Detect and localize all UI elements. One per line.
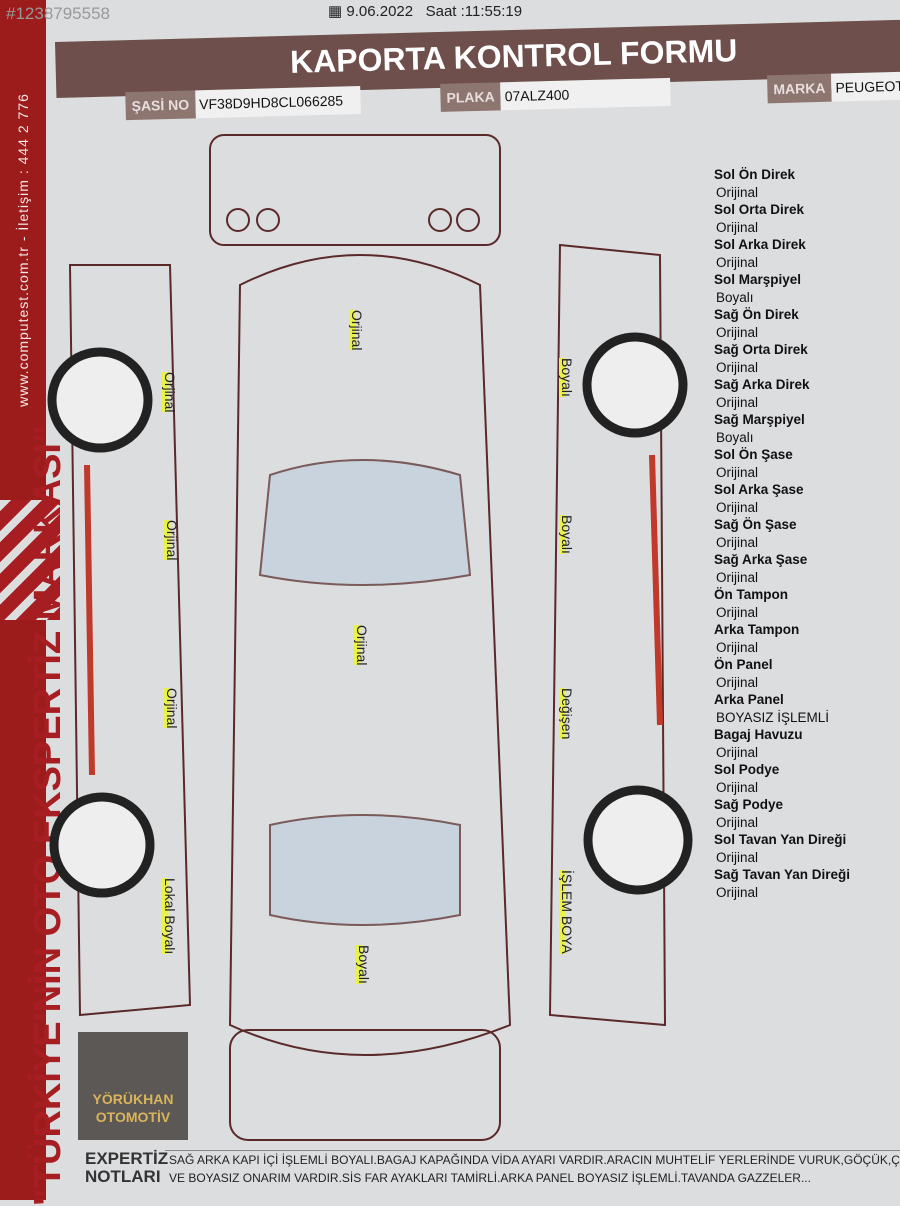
part-status: Orijinal — [716, 219, 759, 235]
date-time: ▦ 9.06.2022 Saat :11:55:19 — [328, 2, 522, 20]
wheel — [47, 347, 153, 453]
label-right-rear-door: Değişen — [559, 688, 575, 740]
part-status: Orijinal — [716, 814, 759, 830]
part-name: Arka Tampon — [714, 622, 800, 637]
part-status: Orijinal — [716, 744, 759, 760]
fog-light-left — [226, 208, 250, 232]
part-status: Orijinal — [716, 884, 759, 900]
part-name: Sağ Arka Şase — [714, 552, 808, 567]
part-name: Ön Tampon — [714, 587, 788, 602]
date: 9.06.2022 — [346, 3, 414, 20]
part-name: Sol Orta Direk — [714, 202, 805, 217]
logo-line1: YÖRÜKHAN — [92, 1091, 174, 1107]
rear-window — [269, 814, 461, 926]
part-name: Sol Tavan Yan Direği — [714, 832, 847, 847]
label-left-rear-fender: Lokal Boyalı — [162, 878, 178, 955]
part-name: Sağ Ön Direk — [714, 307, 799, 322]
fog-light-left-2 — [256, 208, 280, 232]
part-name: Sol Arka Şase — [714, 482, 804, 497]
part-status: Orijinal — [716, 639, 759, 655]
part-name: Sağ Podye — [714, 797, 784, 812]
part-status: Orijinal — [716, 674, 759, 690]
contact-text: www.computest.com.tr - İletişim : 444 2 … — [15, 93, 31, 407]
part-status: Orijinal — [716, 254, 759, 270]
part-name: Sol Podye — [714, 762, 780, 777]
part-status: Orijinal — [716, 464, 759, 480]
decor-stripes — [0, 500, 60, 620]
fog-light-right-2 — [456, 208, 480, 232]
label-left-rear-door: Orjinal — [164, 688, 180, 729]
part-status: Orijinal — [716, 604, 759, 620]
part-status: BOYASIZ İŞLEMLİ — [716, 709, 830, 725]
part-status: Orijinal — [716, 324, 759, 340]
left-sill — [84, 464, 95, 776]
part-name: Sağ Ön Şase — [714, 517, 797, 532]
part-name: Sağ Tavan Yan Direği — [714, 867, 851, 882]
part-name: Sağ Orta Direk — [714, 342, 808, 357]
wheel — [49, 792, 155, 898]
windshield — [258, 459, 472, 586]
front-bumper — [209, 134, 501, 246]
part-status: Boyalı — [716, 289, 754, 305]
brand-value: PEUGEOT — [831, 71, 900, 102]
left-side — [68, 264, 192, 1017]
notes-text: SAĞ ARKA KAPI İÇİ İŞLEMLİ BOYALI.BAGAJ K… — [165, 1150, 900, 1187]
label-trunk: Boyalı — [356, 945, 372, 984]
label-left-front-fender: Orjinal — [162, 372, 178, 413]
part-status: Orijinal — [716, 849, 759, 865]
part-status: Orijinal — [716, 779, 759, 795]
chassis-label: ŞASİ NO — [125, 90, 196, 121]
part-name: Ön Panel — [714, 657, 773, 672]
part-status: Orijinal — [716, 394, 759, 410]
dealer-logo: YÖRÜKHAN OTOMOTİV — [78, 1032, 188, 1140]
label-right-rear-fender: İŞLEM BOYA — [559, 870, 575, 954]
notes-title-2: NOTLARI — [85, 1167, 161, 1186]
part-name: Sol Arka Direk — [714, 237, 806, 252]
part-status: Orijinal — [716, 359, 759, 375]
part-name: Sol Ön Şase — [714, 447, 793, 462]
notes-line-2: VE BOYASIZ ONARIM VARDIR.SİS FAR AYAKLAR… — [169, 1171, 811, 1185]
label-hood: Orjinal — [349, 310, 365, 351]
part-name: Arka Panel — [714, 692, 784, 707]
brand-label: MARKA — [767, 73, 832, 104]
wheel — [582, 332, 688, 438]
part-status: Boyalı — [716, 429, 754, 445]
time: Saat :11:55:19 — [425, 3, 523, 20]
notes-line-1: SAĞ ARKA KAPI İÇİ İŞLEMLİ BOYALI.BAGAJ K… — [169, 1153, 900, 1167]
fog-light-right — [428, 208, 452, 232]
part-status: Orijinal — [716, 499, 759, 515]
part-status: Orijinal — [716, 569, 759, 585]
part-name: Sol Ön Direk — [714, 167, 796, 182]
part-name: Sağ Marşpiyel — [714, 412, 805, 427]
plate-value: 07ALZ400 — [500, 77, 672, 111]
label-right-front-door: Boyalı — [559, 515, 575, 554]
part-name: Bagaj Havuzu — [714, 727, 803, 742]
right-side — [548, 243, 667, 1027]
right-sill — [649, 454, 663, 726]
part-name: Sol Marşpiyel — [714, 272, 802, 287]
wheel — [583, 785, 693, 895]
part-status: Orijinal — [716, 534, 759, 550]
notes-title-1: EXPERTİZ — [85, 1149, 169, 1168]
car-body-top — [228, 254, 512, 1056]
logo-line2: OTOMOTİV — [95, 1109, 171, 1125]
part-name: Sağ Arka Direk — [714, 377, 810, 392]
rear-bumper — [229, 1029, 501, 1141]
chassis-value: VF38D9HD8CL066285 — [194, 86, 361, 119]
listing-id: #1238795558 — [6, 4, 111, 23]
part-status: Orijinal — [716, 184, 759, 200]
car-diagram — [47, 134, 693, 1141]
calendar-icon: ▦ — [328, 3, 343, 20]
label-right-front-fender: Boyalı — [559, 358, 575, 397]
plate-label: PLAKA — [440, 82, 502, 112]
label-roof: Orjinal — [354, 625, 370, 666]
label-left-front-door: Orjinal — [164, 520, 180, 561]
